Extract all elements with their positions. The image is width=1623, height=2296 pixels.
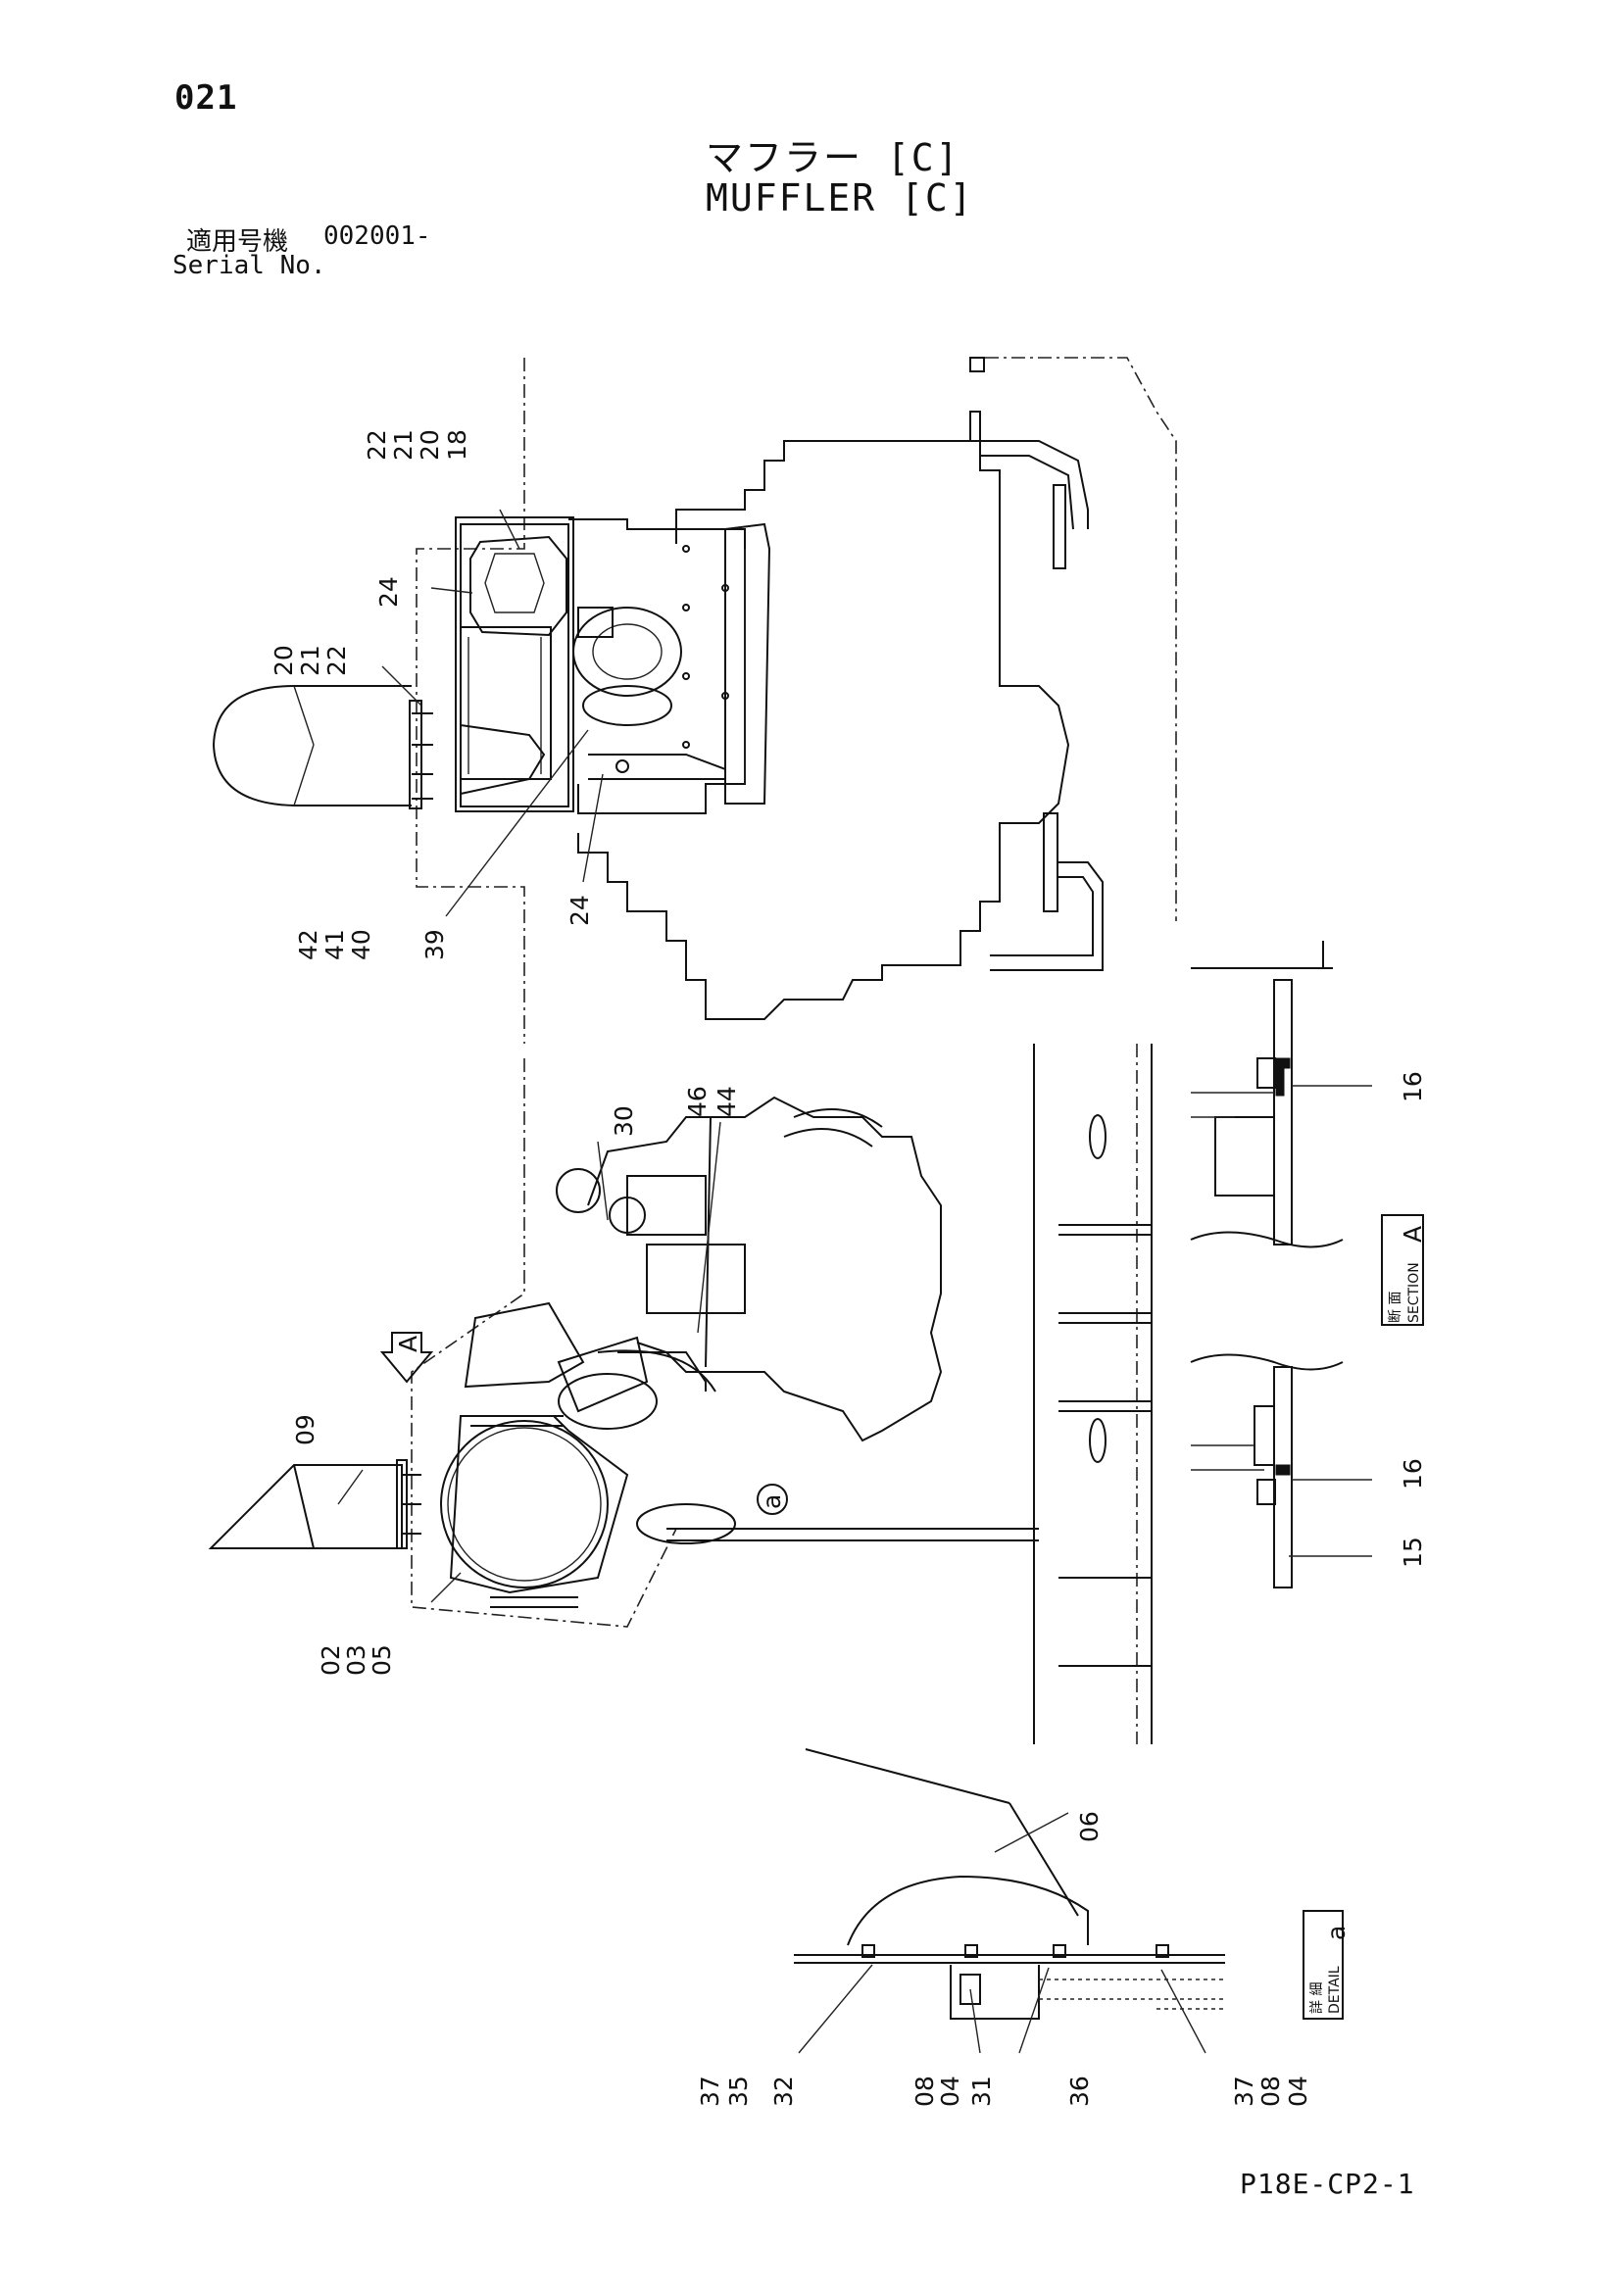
detail-a-view: [794, 1748, 1344, 2054]
callout-mid-group-1-b: 44: [713, 1086, 741, 1117]
callout-detail-group-1-b: 35: [724, 2076, 753, 2107]
callout-mid-group-2-a: 02: [317, 1644, 345, 1676]
callout-detail-group-1-a: 37: [696, 2076, 724, 2107]
callout-section-16b: 16: [1399, 1458, 1427, 1490]
callout-detail-group-2-c: 31: [967, 2076, 996, 2107]
callout-detail-group-3-a: 37: [1230, 2076, 1258, 2107]
engine-top-view: [212, 357, 1177, 1044]
callout-top-group-2-b: 21: [296, 645, 324, 676]
callout-detail-06: 06: [1075, 1811, 1104, 1842]
callout-mid-group-2-c: 05: [368, 1644, 396, 1676]
callout-detail-group-2-a: 08: [910, 2076, 939, 2107]
callout-mid-09: 09: [291, 1414, 320, 1445]
section-arrow-letter: A: [394, 1336, 422, 1352]
callout-detail-group-3-b: 08: [1256, 2076, 1285, 2107]
callout-top-group-2-a: 20: [270, 645, 298, 676]
callout-top-group-1-b: 21: [389, 429, 418, 461]
serial-label-english: Serial No.: [172, 251, 326, 280]
detail-label-japanese: 詳 細: [1309, 1982, 1325, 2014]
title-english: MUFFLER [C]: [706, 176, 974, 220]
callout-top-group-3-a: 42: [294, 929, 322, 960]
callout-top-group-1-a: 22: [363, 429, 391, 461]
detail-label-english: DETAIL: [1327, 1966, 1343, 2014]
section-a-view: [1190, 941, 1424, 1588]
callout-detail-group-1-c: 32: [769, 2076, 798, 2107]
engine-side-view: [208, 1044, 1153, 1744]
callout-detail-group-3-c: 04: [1284, 2076, 1312, 2107]
drawing-code: P18E-CP2-1: [1240, 2168, 1415, 2200]
title-japanese: マフラー [C]: [706, 136, 960, 179]
callout-mid-30: 30: [610, 1105, 638, 1137]
section-label-english: SECTION: [1406, 1262, 1422, 1323]
callout-detail-36: 36: [1065, 2076, 1094, 2107]
callout-top-24: 24: [374, 576, 403, 608]
callout-mid-group-2-b: 03: [342, 1644, 370, 1676]
section-label-japanese: 断 面: [1388, 1292, 1403, 1323]
serial-label-japanese: 適用号機: [186, 227, 289, 257]
callout-top-group-1-d: 18: [443, 429, 471, 461]
callout-section-16a: 16: [1399, 1071, 1427, 1102]
serial-number-value: 002001-: [323, 221, 431, 251]
section-letter: A: [1399, 1226, 1427, 1243]
callout-detail-group-2-b: 04: [936, 2076, 964, 2107]
callout-top-group-2-c: 22: [322, 645, 351, 676]
callout-labels: 22 21 20 18 24 20 21 22 42 41 40 39 24 4…: [270, 429, 1427, 2107]
callout-section-15: 15: [1399, 1537, 1427, 1568]
callout-top-group-3-d: 39: [420, 929, 449, 960]
detail-letter: a: [1322, 1926, 1351, 1940]
callout-top-24b: 24: [566, 895, 594, 926]
page-number: 021: [174, 78, 238, 118]
callout-top-group-1-c: 20: [416, 429, 444, 461]
callout-top-group-3-b: 41: [320, 929, 349, 960]
detail-circle-letter: a: [758, 1494, 786, 1509]
callout-top-group-3-c: 40: [347, 929, 375, 960]
callout-mid-group-1-a: 46: [683, 1086, 712, 1117]
